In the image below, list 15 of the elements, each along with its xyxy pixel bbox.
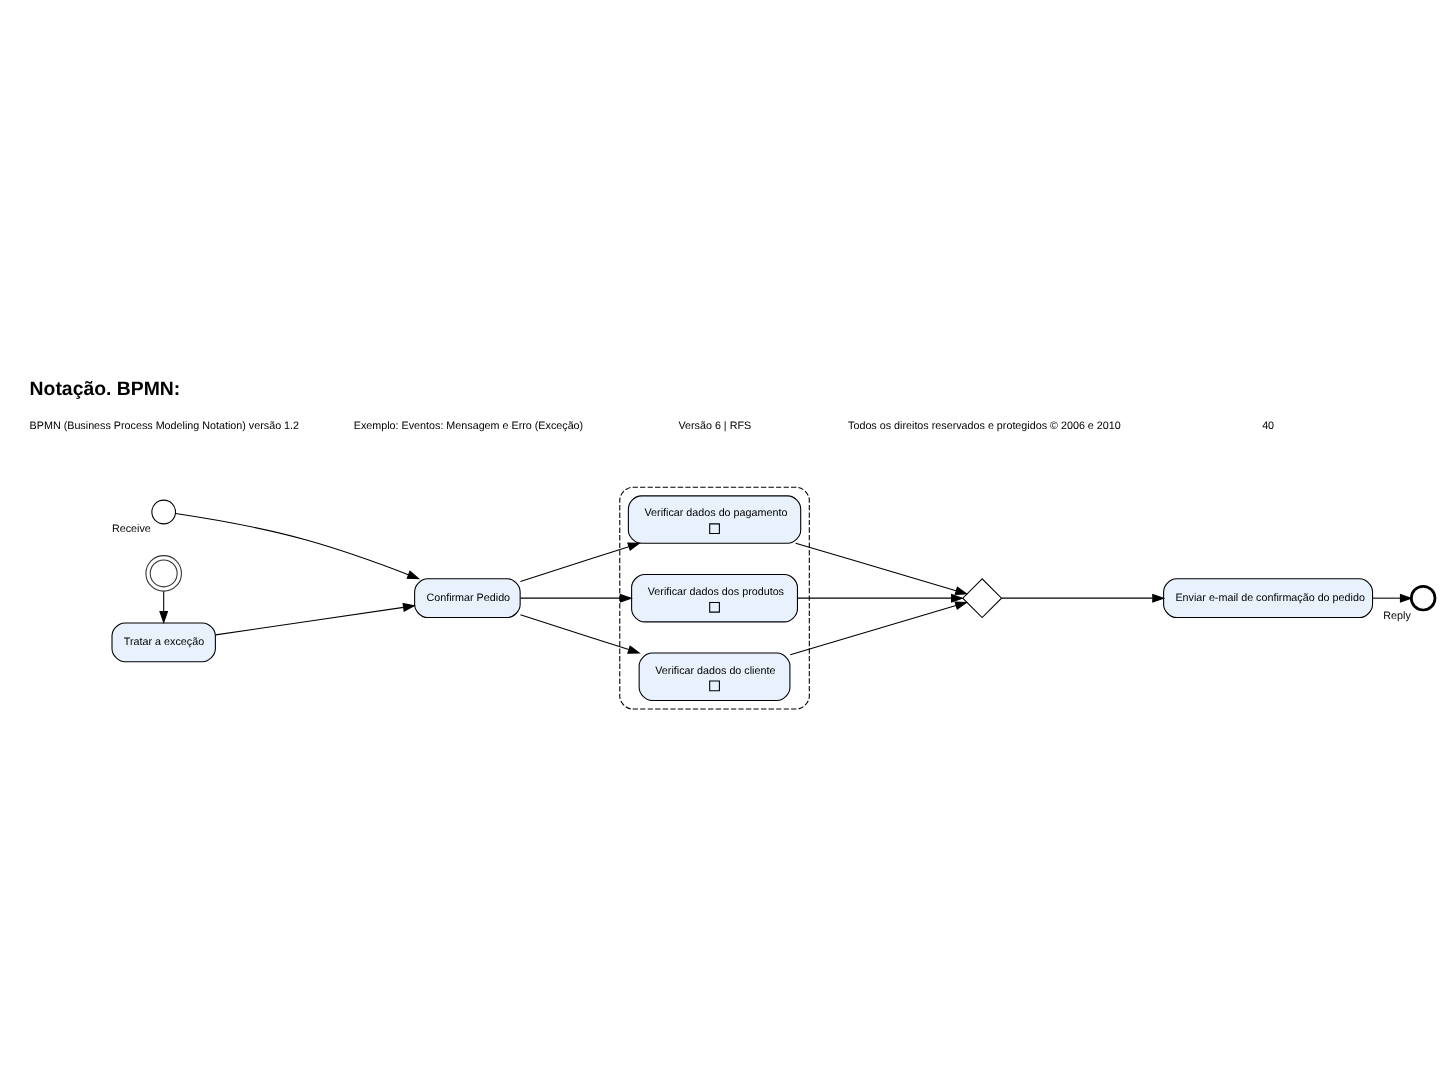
arrow	[159, 589, 169, 623]
arrow	[215, 601, 416, 635]
node-diamond	[962, 577, 1003, 618]
node-circle	[1409, 583, 1437, 611]
arrow	[1372, 592, 1413, 602]
arrow	[519, 592, 633, 602]
arrow	[519, 613, 641, 653]
arrow	[789, 600, 969, 655]
arrow	[795, 541, 969, 594]
arrow	[797, 592, 964, 602]
diagram-title: Notação. BPMN:	[29, 378, 181, 401]
arrow	[175, 512, 421, 579]
arrow	[519, 541, 641, 581]
node-circle	[151, 498, 177, 524]
arrow	[1001, 592, 1166, 602]
